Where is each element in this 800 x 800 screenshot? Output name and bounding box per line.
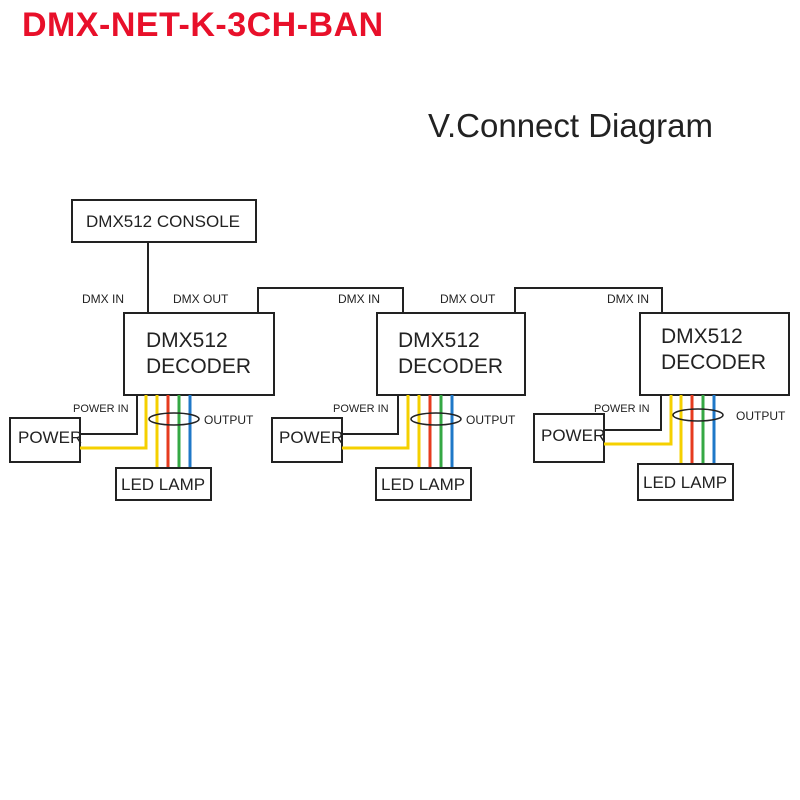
power-in-label-2: POWER IN (333, 403, 389, 415)
decoder-unit-3: DMX IN DMX512 DECODER POWER IN POWER OUT… (533, 292, 790, 501)
decoder-3-line1: DMX512 (661, 325, 743, 348)
dmx-in-label-3: DMX IN (607, 292, 649, 306)
power-in-label-1: POWER IN (73, 403, 129, 415)
power-label-1: POWER (18, 428, 82, 447)
output-label-2: OUTPUT (466, 413, 516, 427)
power-yellow-wire-2 (342, 395, 410, 450)
power-black-wire-3 (604, 395, 662, 431)
power-label-3: POWER (541, 426, 605, 445)
dmx-out-label-1: DMX OUT (173, 292, 229, 306)
led-lamp-label-1: LED LAMP (121, 475, 205, 494)
dmx-out-label-2: DMX OUT (440, 292, 496, 306)
dmx512-console-box (71, 199, 257, 243)
led-lamp-box-1 (115, 467, 212, 501)
decoder-3-line2: DECODER (661, 351, 766, 374)
product-title: DMX-NET-K-3CH-BAN (22, 6, 384, 44)
decoder-1-line1: DMX512 (146, 329, 228, 352)
led-lamp-box-2 (375, 467, 472, 501)
power-yellow-wire-1 (80, 395, 148, 450)
decoder-box-1 (123, 312, 275, 396)
power-label-2: POWER (279, 428, 343, 447)
decoder-2-line1: DMX512 (398, 329, 480, 352)
decoder-unit-1: DMX IN DMX OUT DMX512 DECODER POWER IN P… (9, 292, 275, 501)
output-bundle-ring-1 (148, 412, 200, 426)
output-bundle-ring-2 (410, 412, 462, 426)
output-label-1: OUTPUT (204, 413, 254, 427)
power-yellow-wire-3 (604, 395, 673, 446)
output-label-3: OUTPUT (736, 409, 786, 423)
power-box-1 (9, 417, 81, 463)
decoder-1-line2: DECODER (146, 355, 251, 378)
led-lamp-box-3 (637, 463, 734, 501)
power-box-2 (271, 417, 343, 463)
power-in-label-3: POWER IN (594, 403, 650, 415)
dmx-in-label-2: DMX IN (338, 292, 380, 306)
power-box-3 (533, 413, 605, 463)
led-lamp-label-3: LED LAMP (643, 473, 727, 492)
decoder-box-3 (639, 312, 790, 396)
dmx-link-2-3 (514, 287, 663, 313)
output-bundle-ring-3 (672, 408, 724, 422)
dmx-link-1-2 (257, 287, 404, 313)
diagram-title: V.Connect Diagram (428, 107, 713, 144)
dmx-in-label-1: DMX IN (82, 292, 124, 306)
led-lamp-label-2: LED LAMP (381, 475, 465, 494)
power-black-wire-2 (342, 395, 399, 435)
decoder-box-2 (376, 312, 526, 396)
power-black-wire-1 (80, 395, 138, 435)
decoder-unit-2: DMX IN DMX OUT DMX512 DECODER POWER IN P… (271, 292, 526, 501)
decoder-2-line2: DECODER (398, 355, 503, 378)
console-label: DMX512 CONSOLE (86, 212, 240, 231)
